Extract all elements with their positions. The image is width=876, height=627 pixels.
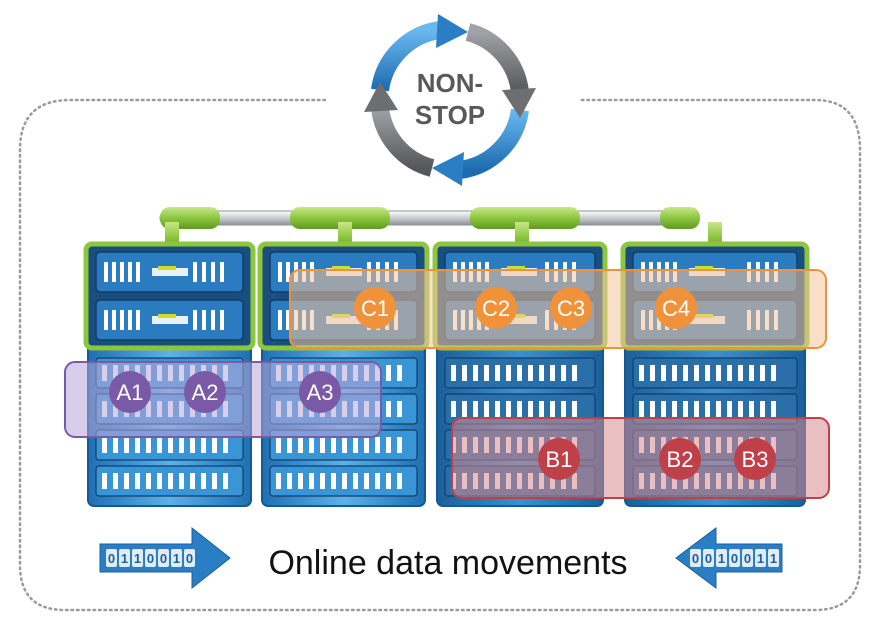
member-a1: A1 (109, 371, 151, 413)
svg-text:B3: B3 (742, 447, 769, 472)
svg-text:0: 0 (744, 551, 751, 566)
svg-text:0: 0 (147, 551, 154, 566)
svg-text:1: 1 (134, 551, 141, 566)
svg-text:B2: B2 (667, 447, 694, 472)
member-a3: A3 (299, 371, 341, 413)
svg-text:B1: B1 (546, 447, 573, 472)
svg-text:1: 1 (757, 551, 764, 566)
bit-digit: 0 (703, 549, 714, 567)
bit-digit: 1 (132, 549, 143, 567)
svg-text:0: 0 (108, 551, 115, 566)
bit-digit: 1 (119, 549, 130, 567)
bit-digit: 1 (716, 549, 727, 567)
member-a2: A2 (184, 371, 226, 413)
svg-text:1: 1 (770, 551, 777, 566)
svg-text:C3: C3 (557, 296, 585, 321)
bit-digit: 0 (742, 549, 753, 567)
svg-text:1: 1 (173, 551, 180, 566)
bit-digit: 1 (755, 549, 766, 567)
bit-digit: 0 (145, 549, 156, 567)
svg-text:1: 1 (718, 551, 725, 566)
member-c3: C3 (550, 287, 592, 329)
svg-text:0: 0 (692, 551, 699, 566)
svg-text:C1: C1 (361, 296, 389, 321)
dotted-frame (18, 98, 862, 612)
bit-digit: 0 (690, 549, 701, 567)
svg-text:0: 0 (705, 551, 712, 566)
bit-digit: 0 (158, 549, 169, 567)
non-stop-cycle-icon: NON- STOP (364, 14, 536, 186)
svg-text:1: 1 (121, 551, 128, 566)
member-b1: B1 (538, 438, 580, 480)
badge-line1: NON- (417, 68, 483, 98)
svg-text:0: 0 (731, 551, 738, 566)
member-c2: C2 (475, 287, 517, 329)
bit-digit: 0 (184, 549, 195, 567)
bit-digit: 1 (171, 549, 182, 567)
member-b2: B2 (659, 438, 701, 480)
bit-digit: 0 (106, 549, 117, 567)
bit-digit: 1 (768, 549, 779, 567)
svg-text:A2: A2 (192, 380, 219, 405)
svg-text:A1: A1 (117, 380, 144, 405)
badge-line2: STOP (415, 100, 485, 130)
bit-digit: 0 (729, 549, 740, 567)
group-b-overlay (451, 417, 830, 499)
member-c4: C4 (655, 287, 697, 329)
svg-text:C2: C2 (482, 296, 510, 321)
caption: Online data movements (268, 544, 627, 582)
svg-text:0: 0 (160, 551, 167, 566)
svg-text:A3: A3 (307, 380, 334, 405)
svg-text:0: 0 (186, 551, 193, 566)
member-b3: B3 (734, 438, 776, 480)
svg-text:C4: C4 (662, 296, 690, 321)
member-c1: C1 (354, 287, 396, 329)
